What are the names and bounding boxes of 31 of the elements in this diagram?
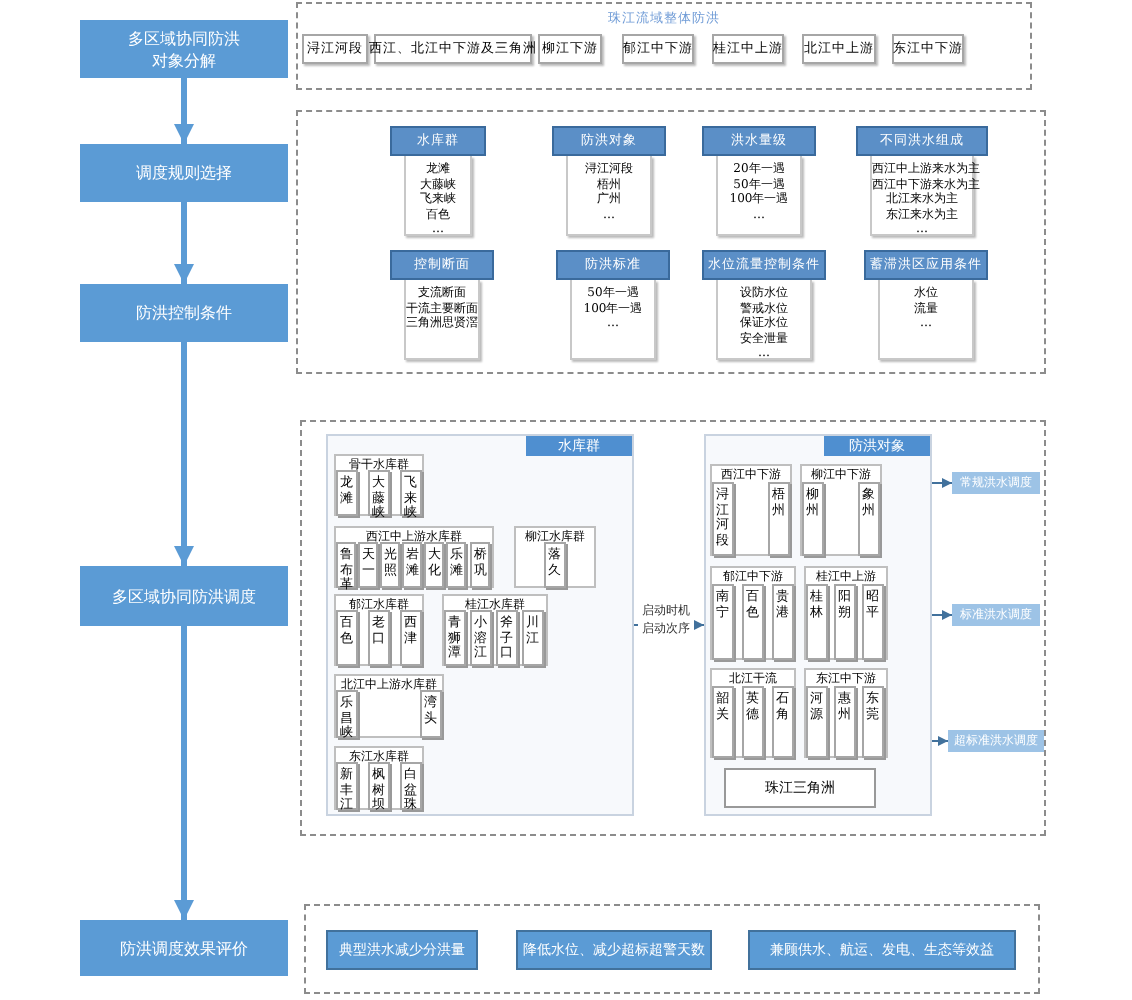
arrow	[174, 202, 194, 284]
dashed-frame	[296, 110, 1046, 374]
group-frame	[334, 674, 444, 738]
process-box: 多区域协同防洪对象分解	[80, 20, 288, 78]
group-frame	[804, 668, 888, 758]
group-frame	[334, 594, 424, 666]
group-frame	[710, 668, 796, 758]
process-box: 防洪调度效果评价	[80, 920, 288, 976]
group-frame	[710, 566, 796, 660]
arrow	[174, 626, 194, 920]
group-frame	[804, 566, 888, 660]
group-frame	[514, 526, 596, 588]
arrow	[174, 78, 194, 144]
dashed-frame	[300, 420, 1046, 836]
dashed-frame	[304, 904, 1040, 994]
arrow	[931, 610, 953, 620]
group-frame	[800, 464, 882, 556]
group-frame	[442, 594, 548, 666]
group-frame	[334, 454, 424, 516]
group-panel	[326, 434, 634, 816]
group-frame	[710, 464, 792, 556]
process-box: 防洪控制条件	[80, 284, 288, 342]
arrow	[931, 736, 949, 746]
arrow	[174, 342, 194, 566]
group-panel	[704, 434, 932, 816]
group-frame	[334, 746, 424, 810]
process-box: 调度规则选择	[80, 144, 288, 202]
arrow	[931, 478, 953, 488]
group-frame	[334, 526, 494, 588]
process-box: 多区域协同防洪调度	[80, 566, 288, 626]
dashed-frame	[296, 2, 1032, 90]
